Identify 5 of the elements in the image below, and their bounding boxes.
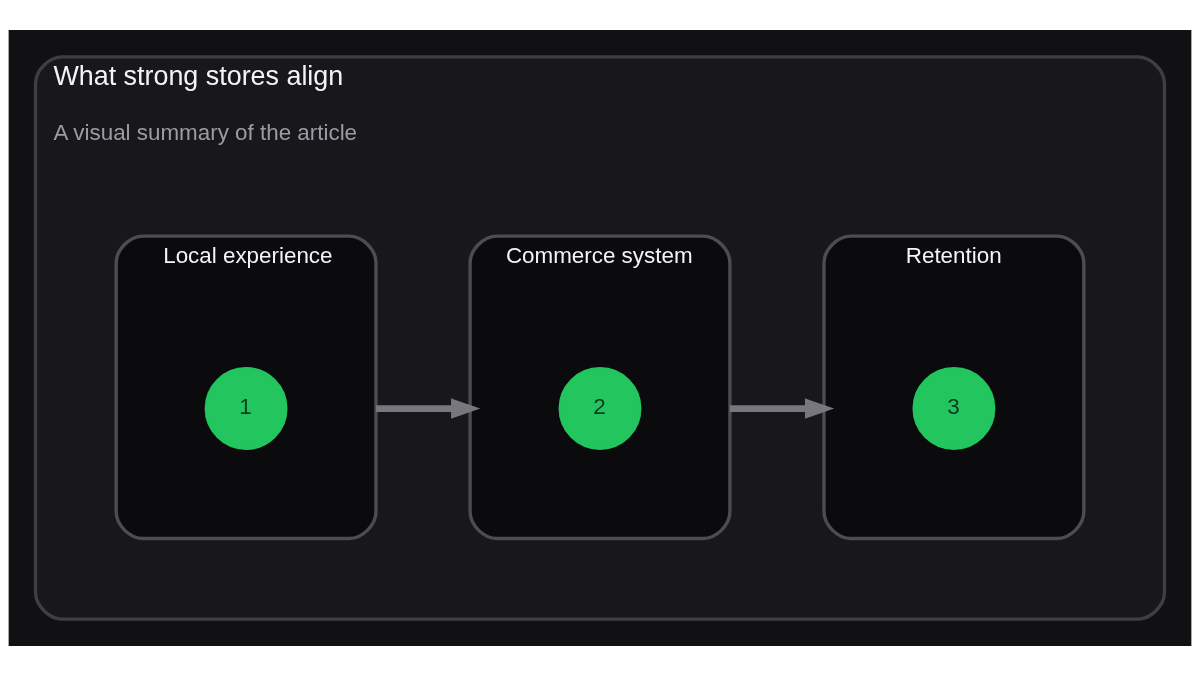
arrow: [376, 397, 481, 419]
arrow: [729, 397, 835, 419]
node-circle: 1: [204, 366, 288, 450]
node-circle: 2: [558, 366, 642, 450]
node-circle: 3: [912, 366, 996, 450]
